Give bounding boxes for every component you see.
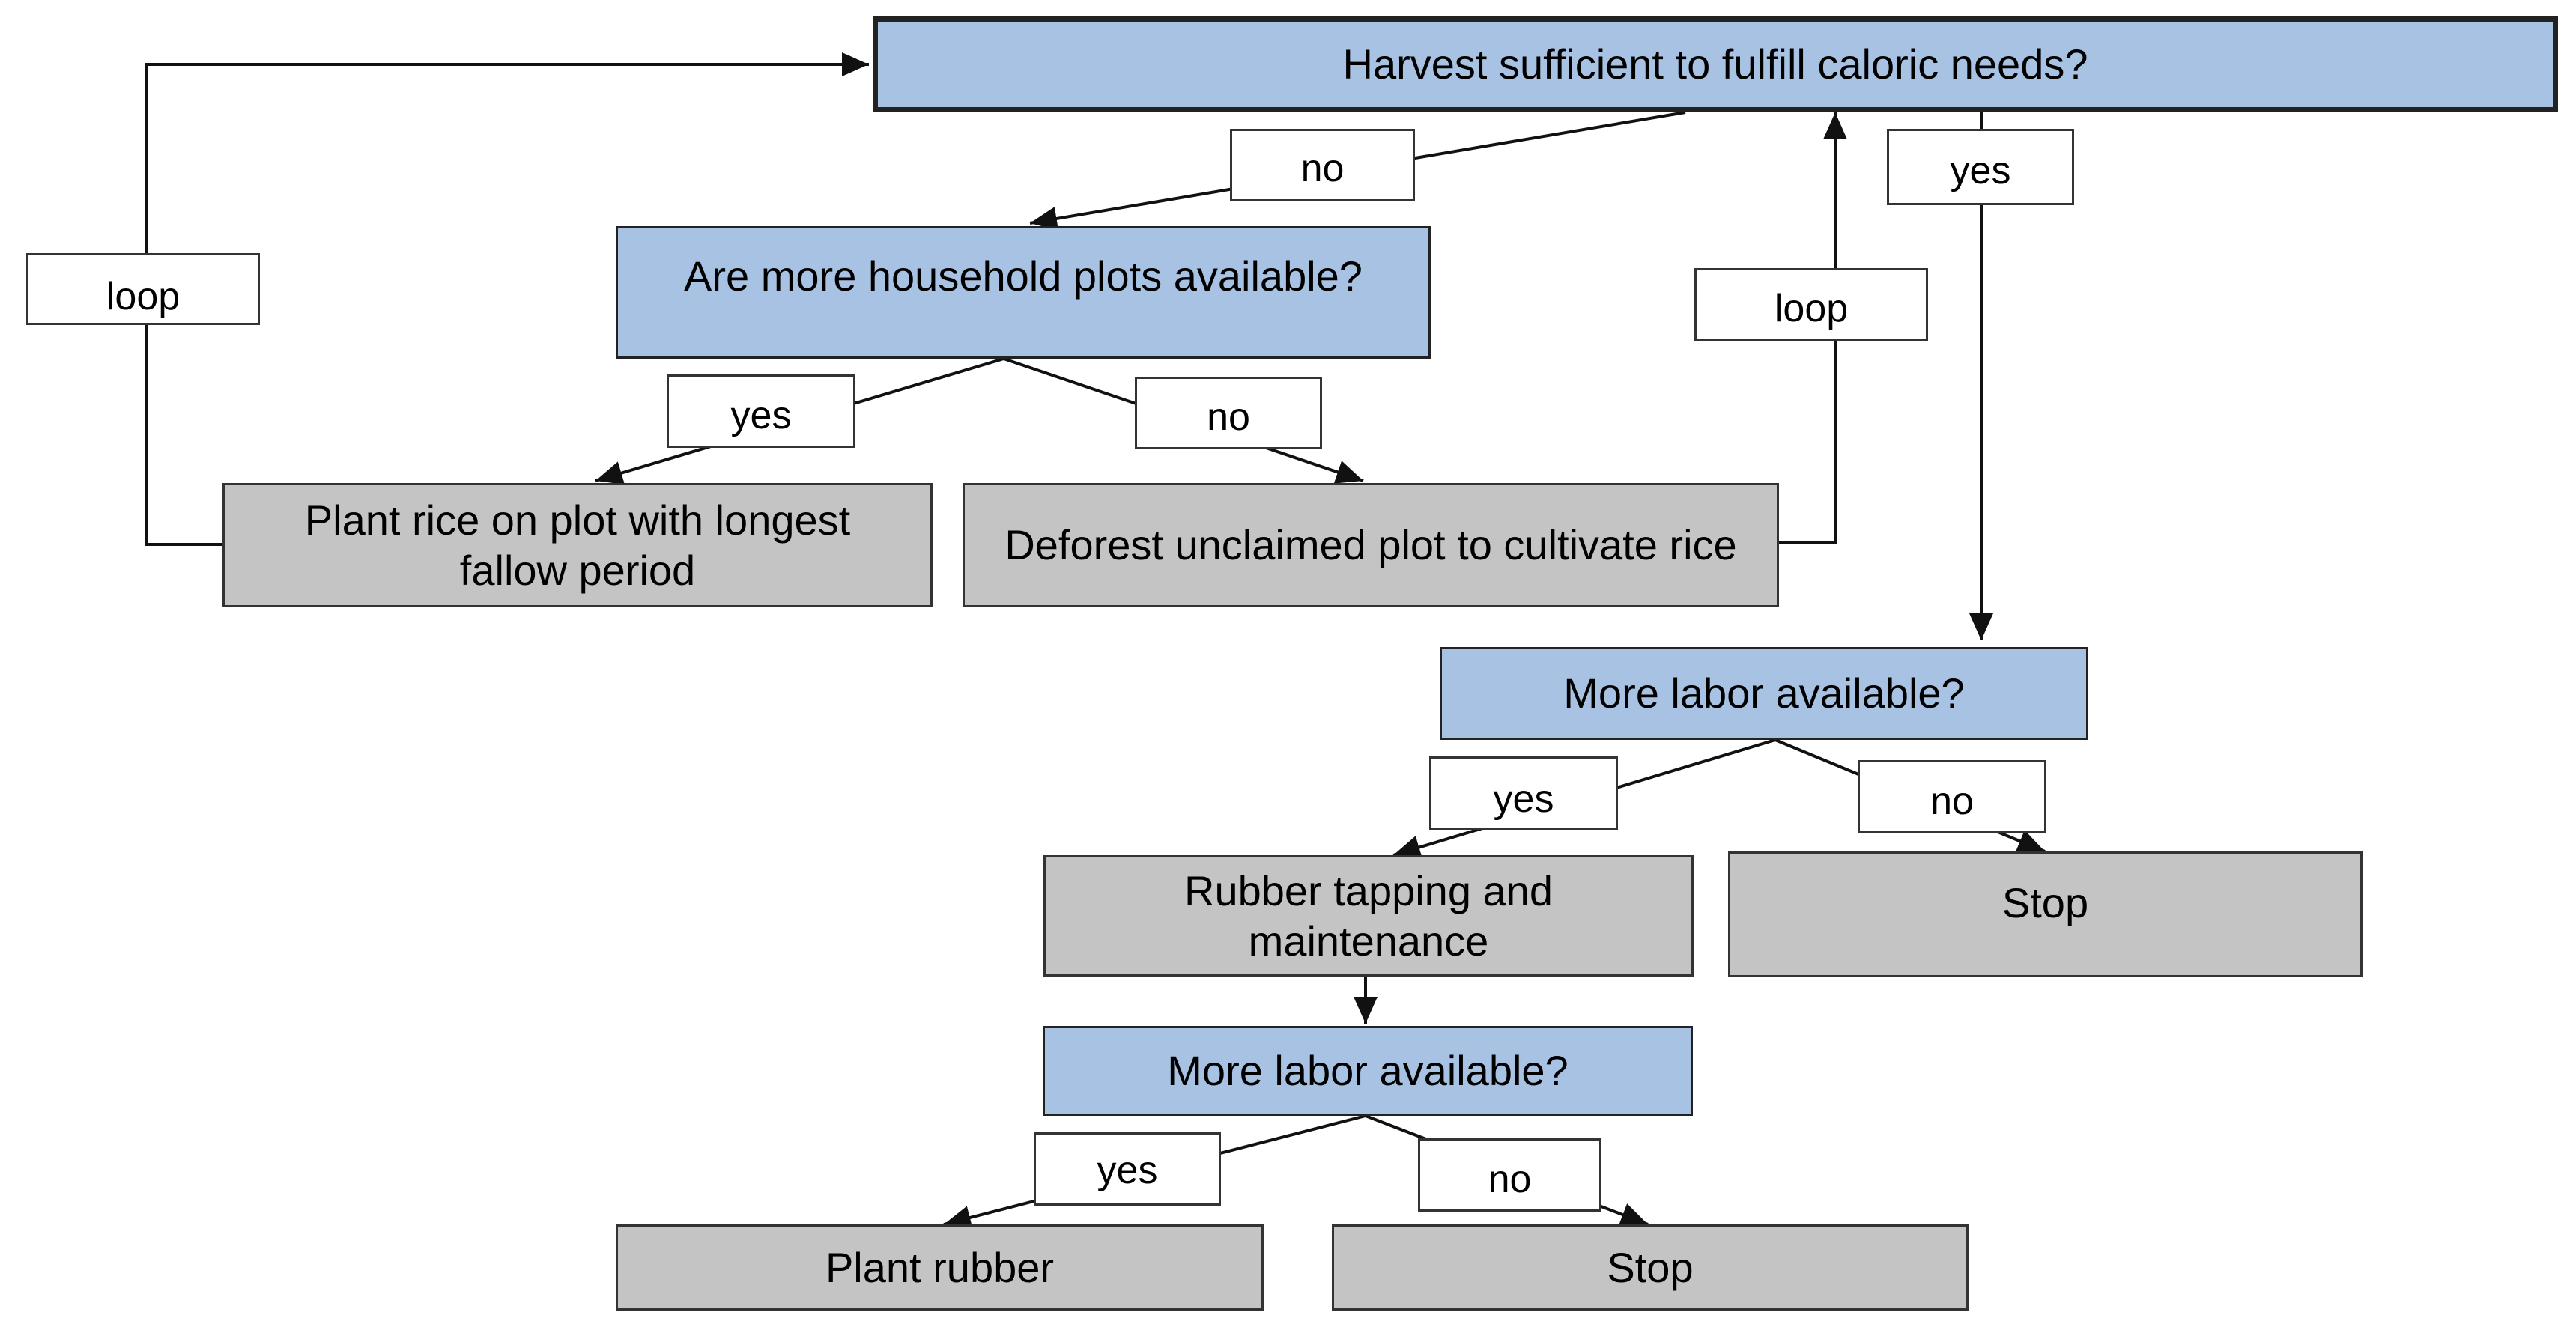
edge-label-plots-no: no (1135, 377, 1322, 449)
plant-rubber-text: Plant rubber (825, 1243, 1055, 1291)
edge-label-loop-left-text: loop (106, 274, 181, 318)
edge-label-labor2-yes: yes (1034, 1132, 1221, 1206)
stop-text-2: Stop (1607, 1243, 1694, 1291)
deforest-text: Deforest unclaimed plot to cultivate ric… (1004, 521, 1737, 569)
edge-label-labor1-no-text: no (1930, 780, 1974, 824)
edge-label-harvest-no: no (1230, 129, 1415, 201)
labor-decision-text-2: More labor available? (1167, 1047, 1569, 1095)
plant-rice-node: Plant rice on plot with longest fallow p… (222, 483, 933, 607)
edge-label-loop-right-text: loop (1774, 286, 1849, 330)
edge-label-labor1-yes-text: yes (1493, 777, 1554, 821)
deforest-node: Deforest unclaimed plot to cultivate ric… (963, 483, 1779, 607)
harvest-decision-node: Harvest sufficient to fulfill caloric ne… (873, 16, 2558, 112)
edge-label-plots-yes: yes (667, 374, 855, 448)
edge-label-harvest-yes: yes (1887, 129, 2074, 205)
edge-label-loop-right: loop (1694, 268, 1928, 341)
stop-node-1: Stop (1728, 851, 2363, 977)
edge-label-labor2-yes-text: yes (1097, 1148, 1158, 1192)
household-plots-decision-node: Are more household plots available? (616, 226, 1431, 359)
edge-label-plots-no-text: no (1207, 395, 1250, 440)
edge-label-labor2-no: no (1418, 1138, 1601, 1212)
stop-node-2: Stop (1332, 1224, 1969, 1311)
plant-rubber-node: Plant rubber (616, 1224, 1264, 1311)
edge-loop-right (1779, 112, 1847, 544)
edge-label-labor2-no-text: no (1488, 1157, 1532, 1201)
rubber-tapping-text: Rubber tapping and maintenance (1184, 866, 1553, 965)
plant-rice-text: Plant rice on plot with longest fallow p… (304, 496, 851, 594)
edge-label-plots-yes-text: yes (730, 393, 792, 437)
harvest-decision-text: Harvest sufficient to fulfill caloric ne… (1342, 40, 2088, 88)
stop-text-1: Stop (2001, 879, 2089, 926)
edge-label-labor1-no: no (1858, 760, 2046, 833)
edge-label-loop-left: loop (26, 253, 260, 325)
edge-label-harvest-yes-text: yes (1950, 148, 2011, 192)
labor-decision-node-1: More labor available? (1440, 647, 2088, 740)
household-plots-decision-text: Are more household plots available? (684, 252, 1363, 300)
edge-label-labor1-yes: yes (1429, 756, 1618, 830)
rubber-tapping-node: Rubber tapping and maintenance (1043, 855, 1694, 977)
labor-decision-text-1: More labor available? (1563, 669, 1965, 717)
labor-decision-node-2: More labor available? (1043, 1026, 1693, 1116)
edge-label-harvest-no-text: no (1300, 147, 1345, 191)
